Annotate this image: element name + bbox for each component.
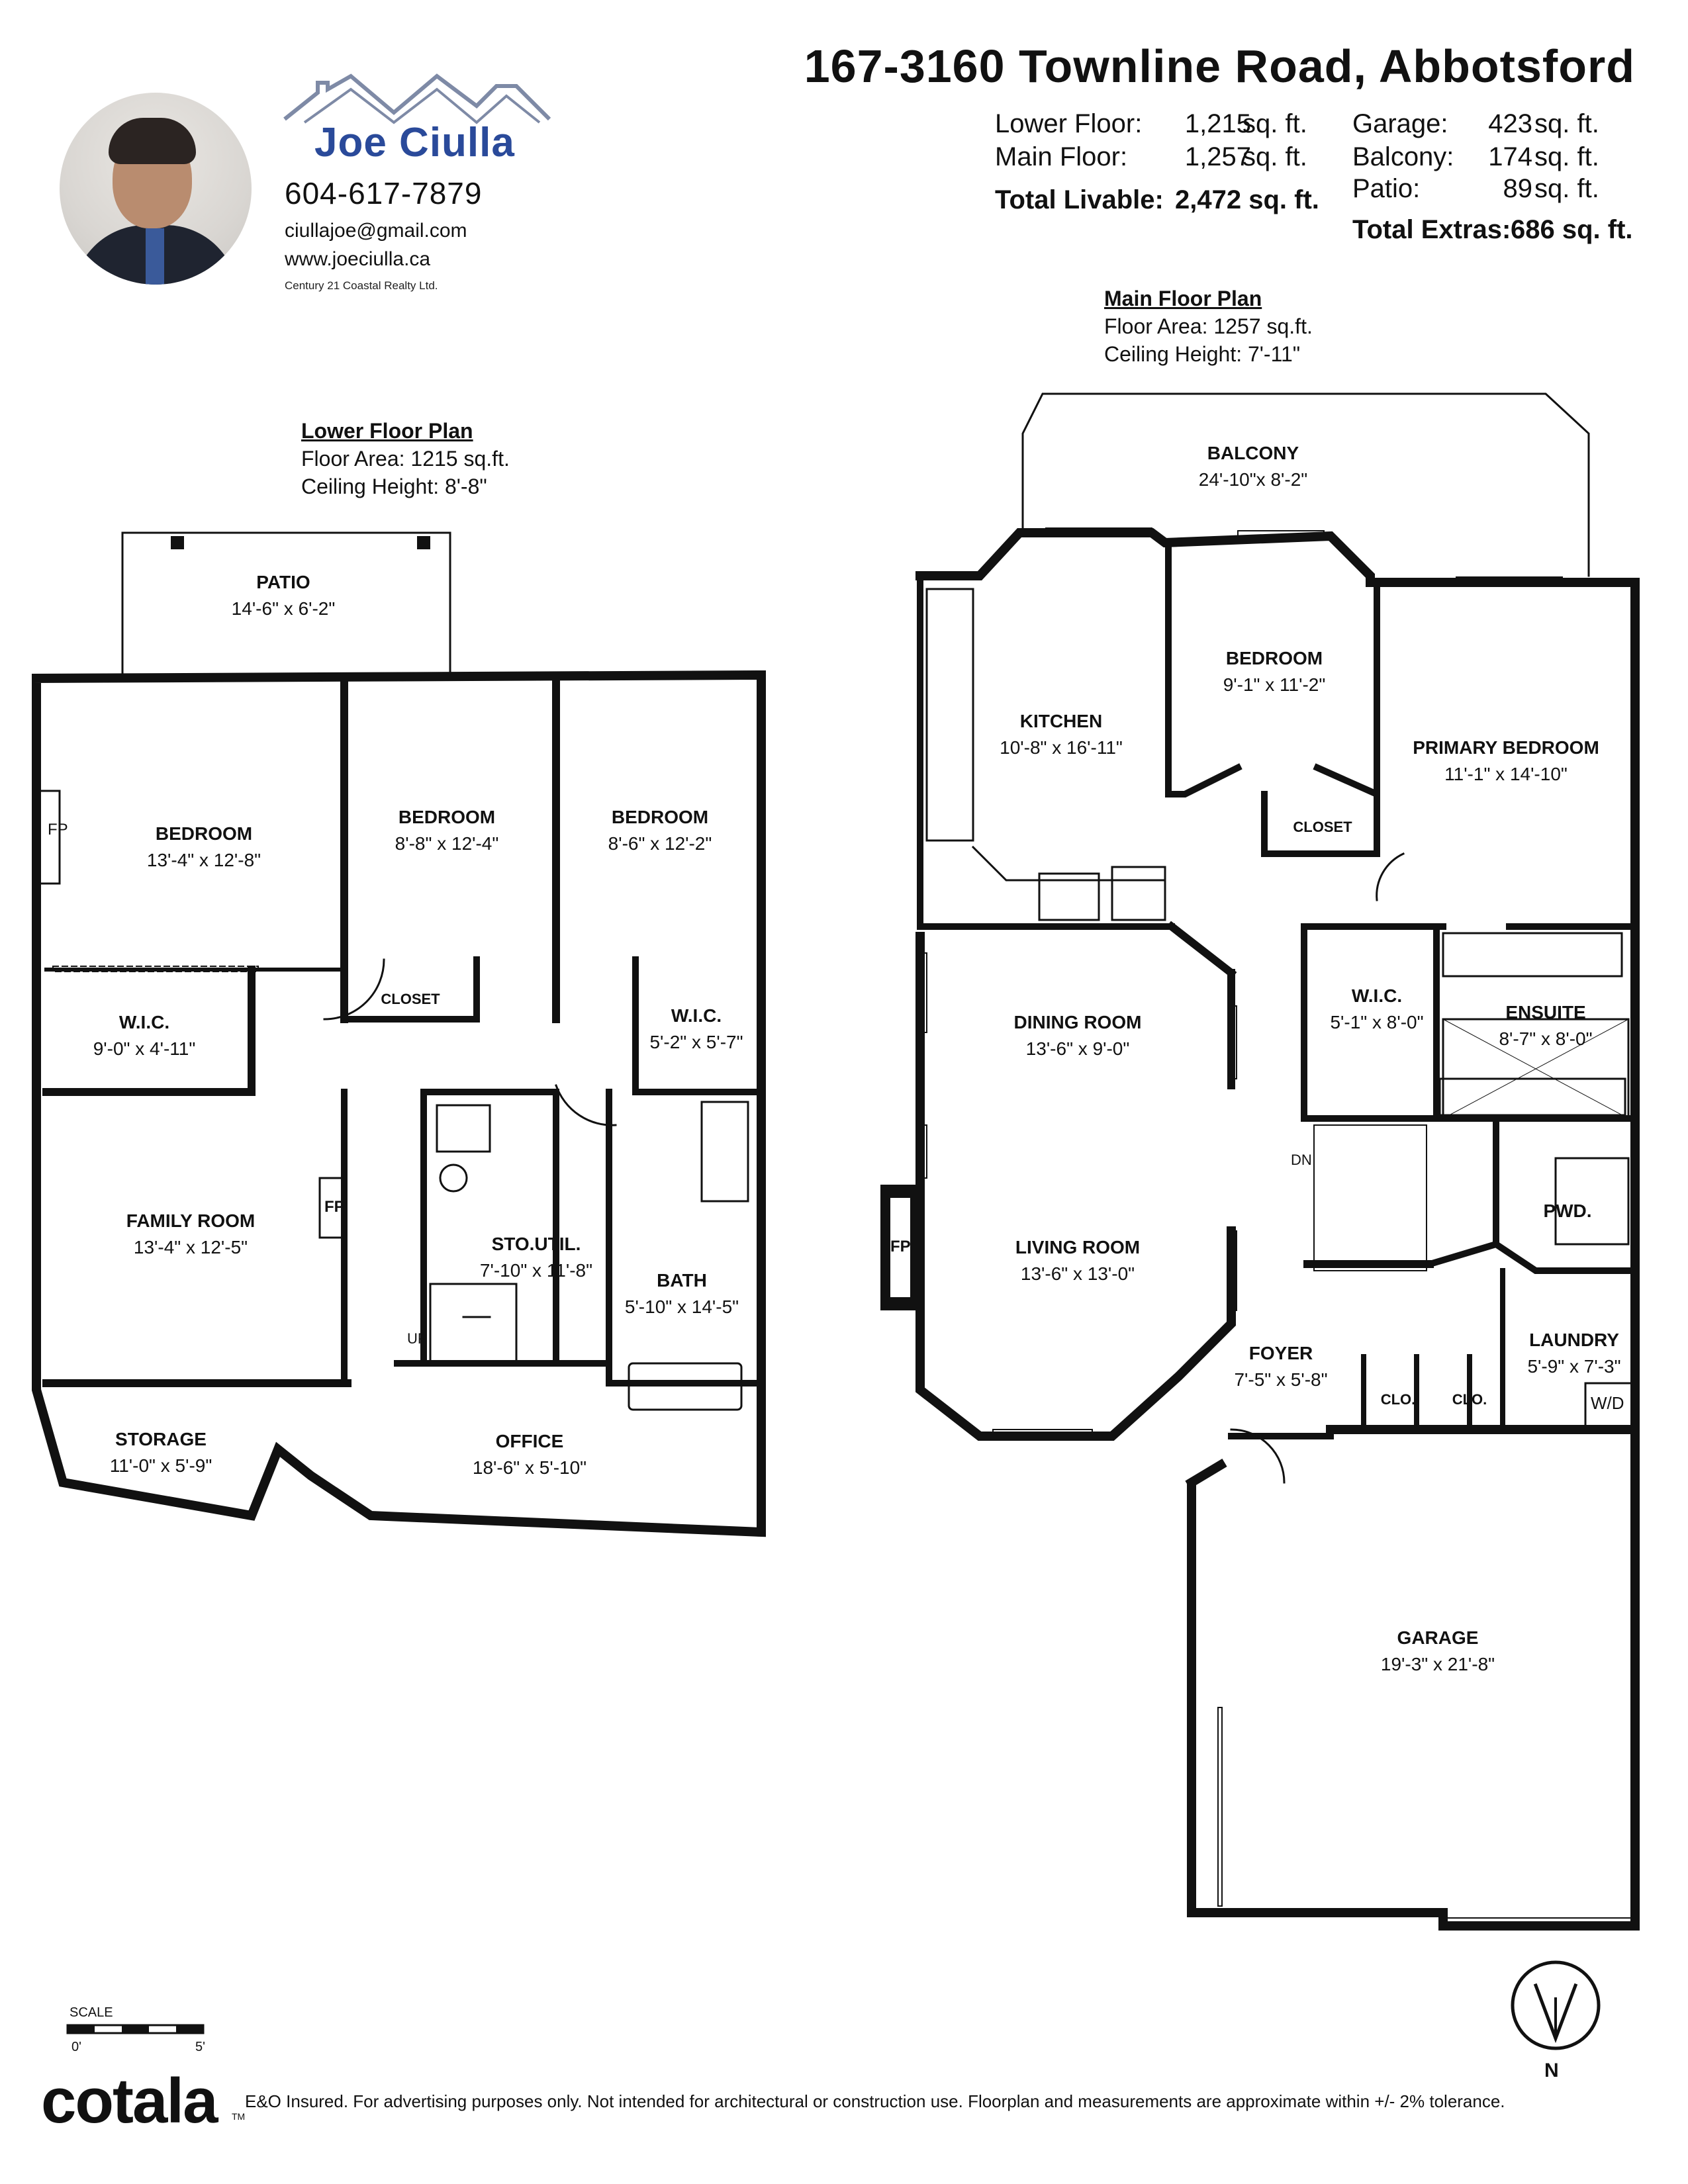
main-room-powder: PWD. bbox=[1543, 1201, 1592, 1221]
summary-patio-unit: sq. ft. bbox=[1534, 174, 1599, 203]
main-plan-title: Main Floor Plan bbox=[1104, 287, 1262, 310]
lower-room-closet: CLOSET bbox=[381, 991, 440, 1007]
agent-phone: 604-617-7879 bbox=[285, 176, 483, 210]
summary-patio-value: 89 bbox=[1503, 174, 1533, 203]
scale-label: SCALE bbox=[70, 2005, 113, 2020]
agent-brokerage: Century 21 Coastal Realty Ltd. bbox=[285, 279, 438, 292]
house-roof-logo-icon bbox=[283, 73, 551, 124]
main-room-closet: CLOSET bbox=[1293, 819, 1352, 835]
cotala-trademark: TM bbox=[232, 2111, 246, 2122]
lower-fireplace-family: FP bbox=[324, 1198, 345, 1216]
main-room-wic: W.I.C.5'-1" x 8'-0" bbox=[1330, 985, 1424, 1032]
lower-plan-title: Lower Floor Plan bbox=[301, 419, 473, 443]
summary-balcony-value: 174 bbox=[1488, 142, 1532, 171]
main-room-closet-1: CLO. bbox=[1380, 1391, 1416, 1408]
summary-main-unit: sq. ft. bbox=[1243, 142, 1307, 171]
cotala-logo: cotala bbox=[41, 2066, 218, 2136]
lower-stairs-up: UP bbox=[407, 1330, 428, 1347]
summary-balcony-unit: sq. ft. bbox=[1534, 142, 1599, 171]
agent-card: Joe Ciulla 604-617-7879 ciullajoe@gmail.… bbox=[60, 73, 563, 298]
lower-room-wic-2: W.I.C.5'-2" x 5'-7" bbox=[649, 1005, 743, 1052]
main-stairs-down: DN bbox=[1291, 1152, 1312, 1168]
summary-lower-value: 1,215 bbox=[1184, 109, 1251, 138]
main-washer-dryer: W/D bbox=[1591, 1393, 1624, 1413]
summary-main-value: 1,257 bbox=[1184, 142, 1251, 171]
agent-website: www.joeciulla.ca bbox=[285, 248, 431, 270]
main-plan-heading: Main Floor Plan Floor Area: 1257 sq.ft. … bbox=[1104, 285, 1313, 368]
scale-five: 5' bbox=[195, 2040, 205, 2054]
main-fireplace: FP bbox=[890, 1238, 911, 1255]
summary-total-livable-label: Total Livable: bbox=[995, 185, 1164, 214]
lower-room-wic-1: W.I.C.9'-0" x 4'-11" bbox=[93, 1012, 196, 1059]
summary-balcony-label: Balcony: bbox=[1352, 142, 1454, 171]
lower-plan-heading: Lower Floor Plan Floor Area: 1215 sq.ft.… bbox=[301, 417, 510, 500]
summary-main-label: Main Floor: bbox=[995, 142, 1128, 171]
compass-north-label: N bbox=[1544, 2060, 1559, 2081]
summary-garage-value: 423 bbox=[1488, 109, 1532, 138]
lower-plan-area: Floor Area: 1215 sq.ft. bbox=[301, 447, 510, 471]
main-room-closet-2: CLO. bbox=[1452, 1391, 1487, 1408]
property-address: 167-3160 Townline Road, Abbotsford bbox=[804, 40, 1635, 92]
summary-total-livable-value: 2,472 sq. ft. bbox=[1175, 185, 1319, 214]
compass-rose-icon bbox=[1511, 1960, 1601, 2050]
main-plan-area: Floor Area: 1257 sq.ft. bbox=[1104, 314, 1313, 338]
lower-floor-walls bbox=[31, 531, 766, 1537]
summary-patio-label: Patio: bbox=[1352, 174, 1421, 203]
scale-zero: 0' bbox=[71, 2040, 81, 2054]
agent-name: Joe Ciulla bbox=[314, 120, 515, 165]
lower-fireplace-bedroom: FP bbox=[48, 821, 68, 839]
summary-lower-label: Lower Floor: bbox=[995, 109, 1143, 138]
summary-lower-unit: sq. ft. bbox=[1243, 109, 1307, 138]
agent-photo bbox=[60, 93, 252, 285]
footer-disclaimer: E&O Insured. For advertising purposes on… bbox=[245, 2091, 1505, 2111]
main-floor-walls bbox=[880, 392, 1640, 1931]
lower-plan-ceiling: Ceiling Height: 8'-8" bbox=[301, 475, 487, 498]
summary-garage-label: Garage: bbox=[1352, 109, 1448, 138]
summary-total-extras-value: 686 sq. ft. bbox=[1511, 215, 1633, 244]
summary-garage-unit: sq. ft. bbox=[1534, 109, 1599, 138]
lower-room-sto-util: STO.UTIL.7'-10" x 11'-8" bbox=[479, 1234, 593, 1281]
main-plan-ceiling: Ceiling Height: 7'-11" bbox=[1104, 342, 1301, 366]
summary-total-extras-label: Total Extras: bbox=[1352, 215, 1511, 244]
agent-email: ciullajoe@gmail.com bbox=[285, 220, 467, 242]
scale-bar bbox=[66, 2024, 205, 2034]
